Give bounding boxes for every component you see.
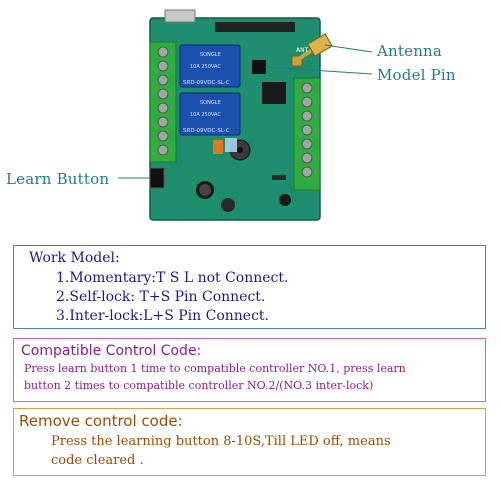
model-pin-callout: Model Pin	[377, 66, 456, 84]
pin-header-top	[215, 22, 295, 32]
work-model-line-3: 3.Inter-lock:L+S Pin Connect.	[56, 308, 269, 324]
relay-2-spec: 10A 250VAC	[190, 112, 221, 118]
orange-component	[213, 140, 223, 154]
learn-button-callout: Learn Button	[6, 170, 110, 188]
inductor	[221, 198, 235, 212]
ic-chip	[262, 82, 286, 104]
learn-button	[149, 167, 165, 189]
relay-1-brand: SONGLE	[200, 52, 221, 58]
capacitor-small	[279, 194, 291, 206]
relay-2: SONGLE 10A 250VAC SRD-09VDC-SL-C	[179, 92, 241, 136]
relay-2-brand: SONGLE	[200, 100, 221, 106]
capacitor	[196, 181, 214, 199]
left-terminal-block	[149, 41, 177, 163]
remove-code-line-2: code cleared .	[51, 453, 144, 468]
antenna-callout: Antenna	[377, 42, 443, 60]
work-model-line-2: 2.Self-lock: T+S Pin Connect.	[56, 289, 266, 305]
compatible-code-box: Compatible Control Code: Press learn but…	[13, 338, 486, 402]
remove-code-line-1: Press the learning button 8-10S,Till LED…	[51, 434, 391, 449]
model-pin-leader-line	[264, 66, 373, 75]
remove-code-box: Remove control code: Press the learning …	[13, 408, 486, 476]
relay-1-model: SRD-09VDC-SL-C	[183, 80, 230, 86]
compatible-code-line-1: Press learn button 1 time to compatible …	[24, 362, 406, 375]
ant-label: ANT	[296, 47, 309, 54]
compatible-code-title: Compatible Control Code:	[21, 343, 202, 359]
antenna-connector	[291, 33, 333, 67]
work-model-title: Work Model:	[29, 250, 120, 266]
remove-code-title: Remove control code:	[19, 412, 183, 430]
relay-2-model: SRD-09VDC-SL-C	[183, 128, 230, 134]
work-model-box: Work Model: 1.Momentary:T S L not Connec…	[13, 245, 486, 329]
antenna-leader-line	[324, 44, 373, 53]
work-model-line-1: 1.Momentary:T S L not Connect.	[56, 270, 289, 286]
resistor	[272, 175, 286, 180]
model-pin-jumper	[252, 60, 266, 74]
relay-1: SONGLE 10A 250VAC SRD-09VDC-SL-C	[179, 44, 241, 88]
relay-board-photo: SONGLE 10A 250VAC SRD-09VDC-SL-C SONGLE …	[118, 9, 373, 221]
relay-1-spec: 10A 250VAC	[190, 64, 221, 70]
right-terminal-block	[293, 77, 321, 191]
top-connector	[164, 9, 196, 23]
compatible-code-line-2: button 2 times to compatible controller …	[24, 379, 374, 392]
